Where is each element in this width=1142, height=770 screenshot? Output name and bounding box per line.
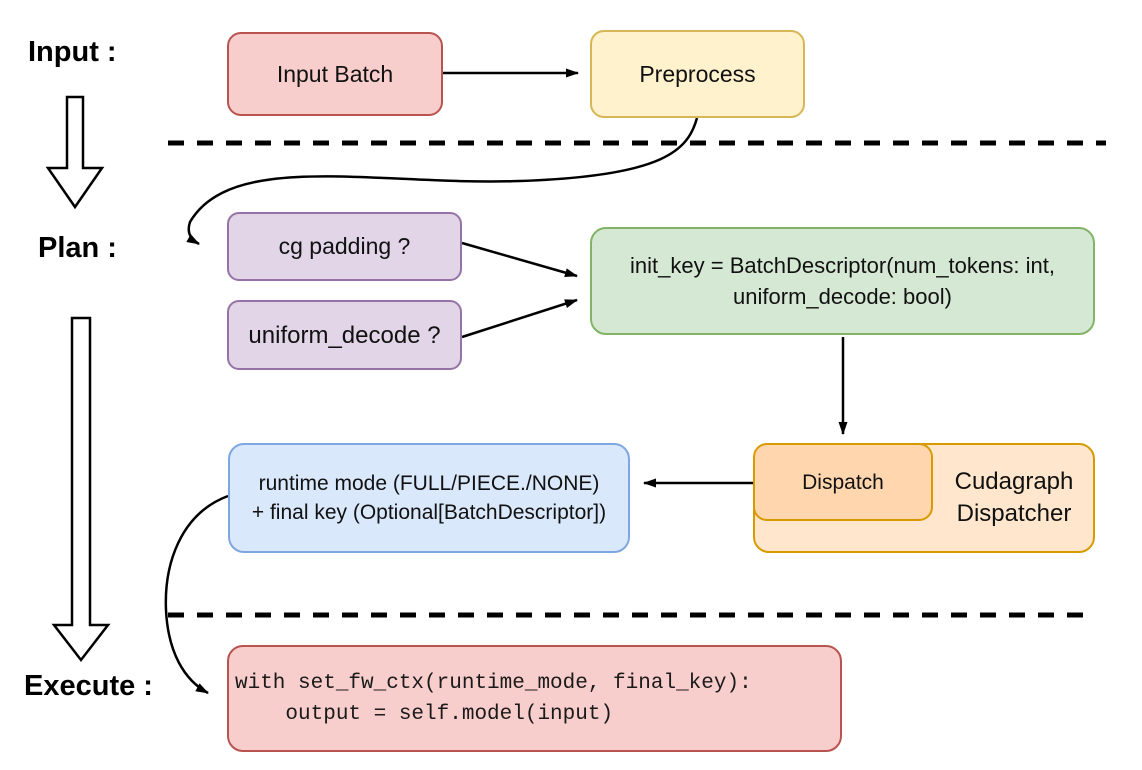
node-preprocess: Preprocess — [590, 30, 805, 118]
node-init-key: init_key = BatchDescriptor(num_tokens: i… — [590, 227, 1095, 335]
node-input-batch: Input Batch — [227, 32, 443, 116]
node-execute-code: with set_fw_ctx(runtime_mode, final_key)… — [227, 645, 842, 752]
node-uniform-decode-label: uniform_decode ? — [248, 321, 441, 349]
node-runtime-mode-line2: + final key (Optional[BatchDescriptor]) — [251, 501, 607, 524]
node-cudagraph-dispatcher-label: Cudagraph Dispatcher — [933, 443, 1095, 553]
node-cg-padding: cg padding ? — [227, 212, 462, 281]
execute-code-line1: with set_fw_ctx(runtime_mode, final_key)… — [235, 671, 752, 695]
arrow-runtimemode-executecode — [164, 494, 229, 695]
section-arrow-input-to-plan — [45, 95, 105, 210]
arrow-uniformdecode-initkey — [461, 298, 578, 339]
node-init-key-line2: uniform_decode: bool) — [733, 284, 952, 309]
node-dispatch-label: Dispatch — [802, 470, 884, 494]
node-uniform-decode: uniform_decode ? — [227, 300, 462, 370]
node-runtime-mode: runtime mode (FULL/PIECE./NONE) + final … — [228, 443, 630, 553]
section-label-plan: Plan : — [38, 232, 117, 264]
node-runtime-mode-line1: runtime mode (FULL/PIECE./NONE) — [258, 472, 600, 495]
section-label-execute: Execute : — [24, 670, 153, 702]
cudagraph-label-line2: Dispatcher — [956, 500, 1072, 527]
arrow-cgpadding-initkey — [461, 241, 578, 278]
node-dispatch: Dispatch — [753, 443, 933, 521]
node-cg-padding-label: cg padding ? — [278, 233, 411, 259]
execute-code-line2: output = self.model(input) — [235, 702, 614, 726]
cudagraph-label-line1: Cudagraph — [954, 468, 1074, 495]
node-input-batch-label: Input Batch — [276, 60, 394, 87]
node-preprocess-label: Preprocess — [639, 60, 756, 87]
node-init-key-line1: init_key = BatchDescriptor(num_tokens: i… — [630, 253, 1055, 278]
section-arrow-plan-to-execute — [51, 316, 111, 663]
section-label-input: Input : — [28, 36, 117, 68]
